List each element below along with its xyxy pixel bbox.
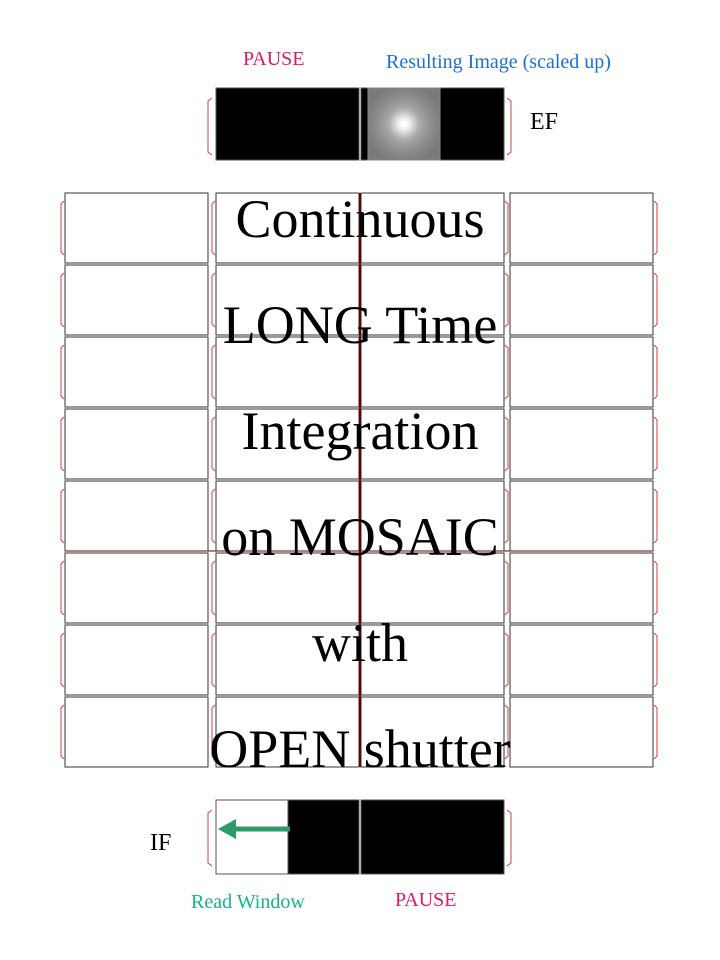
ef-left-block (215, 87, 360, 161)
ccd-chip (360, 624, 505, 696)
pause-bottom-label: PAUSE (395, 889, 457, 911)
if-label: IF (150, 830, 172, 856)
pause-top-label: PAUSE (243, 48, 305, 70)
ccd-chip (64, 264, 209, 336)
chip-connector (653, 488, 658, 544)
chip-connector (504, 704, 509, 760)
ef-label: EF (530, 109, 559, 135)
ccd-chip (64, 696, 209, 768)
title-line-1: Continuous (235, 189, 485, 249)
ccd-chip (360, 552, 505, 624)
chip-connector (60, 704, 65, 760)
chip-connector (653, 632, 658, 688)
star-core (401, 121, 407, 127)
ccd-chip (215, 336, 360, 408)
ccd-chip (509, 192, 654, 264)
title-line-3: Integration (241, 401, 479, 461)
chip-connector (504, 560, 509, 616)
ccd-chip (509, 408, 654, 480)
read-arrow-head (218, 819, 236, 839)
chip-connector (211, 344, 216, 400)
chip-connector (504, 272, 509, 328)
if-right-edge (506, 809, 512, 867)
ef-left-edge (207, 97, 213, 156)
chip-connector (211, 632, 216, 688)
chip-connector (60, 560, 65, 616)
chip-connector (211, 560, 216, 616)
if-right-block (360, 799, 505, 875)
chip-connector (60, 200, 65, 256)
chip-connector (653, 416, 658, 472)
resulting-image-label: Resulting Image (scaled up) (386, 51, 611, 73)
ccd-chip (360, 192, 505, 264)
chip-connector (60, 632, 65, 688)
title-line-4: on MOSAIC (221, 507, 499, 567)
ccd-chip (215, 264, 360, 336)
title-line-5: with (311, 613, 408, 673)
chip-connector (60, 416, 65, 472)
chip-connector (211, 272, 216, 328)
ccd-chip (215, 192, 360, 264)
chip-connector (653, 560, 658, 616)
chip-connector (504, 344, 509, 400)
mosaic-grid (60, 192, 658, 768)
chip-connector (60, 272, 65, 328)
chip-connector (211, 200, 216, 256)
title-line-2: LONG Time (222, 295, 498, 355)
ccd-chip (64, 408, 209, 480)
chip-connector (211, 488, 216, 544)
ccd-chip (64, 624, 209, 696)
ccd-chip (64, 336, 209, 408)
ccd-chip (509, 264, 654, 336)
ccd-chip (509, 480, 654, 552)
ccd-chip (360, 408, 505, 480)
chip-connector (504, 488, 509, 544)
ccd-chip (509, 552, 654, 624)
ccd-chip (64, 552, 209, 624)
ccd-chip (64, 192, 209, 264)
chip-connector (653, 272, 658, 328)
chip-connector (653, 200, 658, 256)
ef-right-edge (506, 97, 512, 156)
ccd-chip (360, 696, 505, 768)
chip-connector (653, 704, 658, 760)
ccd-chip (215, 696, 360, 768)
if-strip (207, 799, 512, 875)
ccd-chip (509, 624, 654, 696)
chip-connector (211, 704, 216, 760)
read-window-box (215, 799, 289, 875)
if-left-edge (207, 809, 213, 867)
ccd-chip (215, 624, 360, 696)
ccd-chip (509, 696, 654, 768)
chip-connector (211, 416, 216, 472)
chip-connector (504, 416, 509, 472)
chip-connector (504, 632, 509, 688)
read-window-label: Read Window (191, 891, 305, 913)
ccd-chip (360, 480, 505, 552)
chip-connector (653, 344, 658, 400)
ccd-chip (509, 336, 654, 408)
chip-connector (60, 344, 65, 400)
ef-strip (207, 87, 512, 161)
ccd-chip (64, 480, 209, 552)
if-middle-block (287, 799, 360, 875)
chip-connector (60, 488, 65, 544)
chip-connector (504, 200, 509, 256)
ccd-chip (215, 480, 360, 552)
ccd-chip (215, 552, 360, 624)
title-line-6: OPEN shutter (209, 719, 511, 779)
